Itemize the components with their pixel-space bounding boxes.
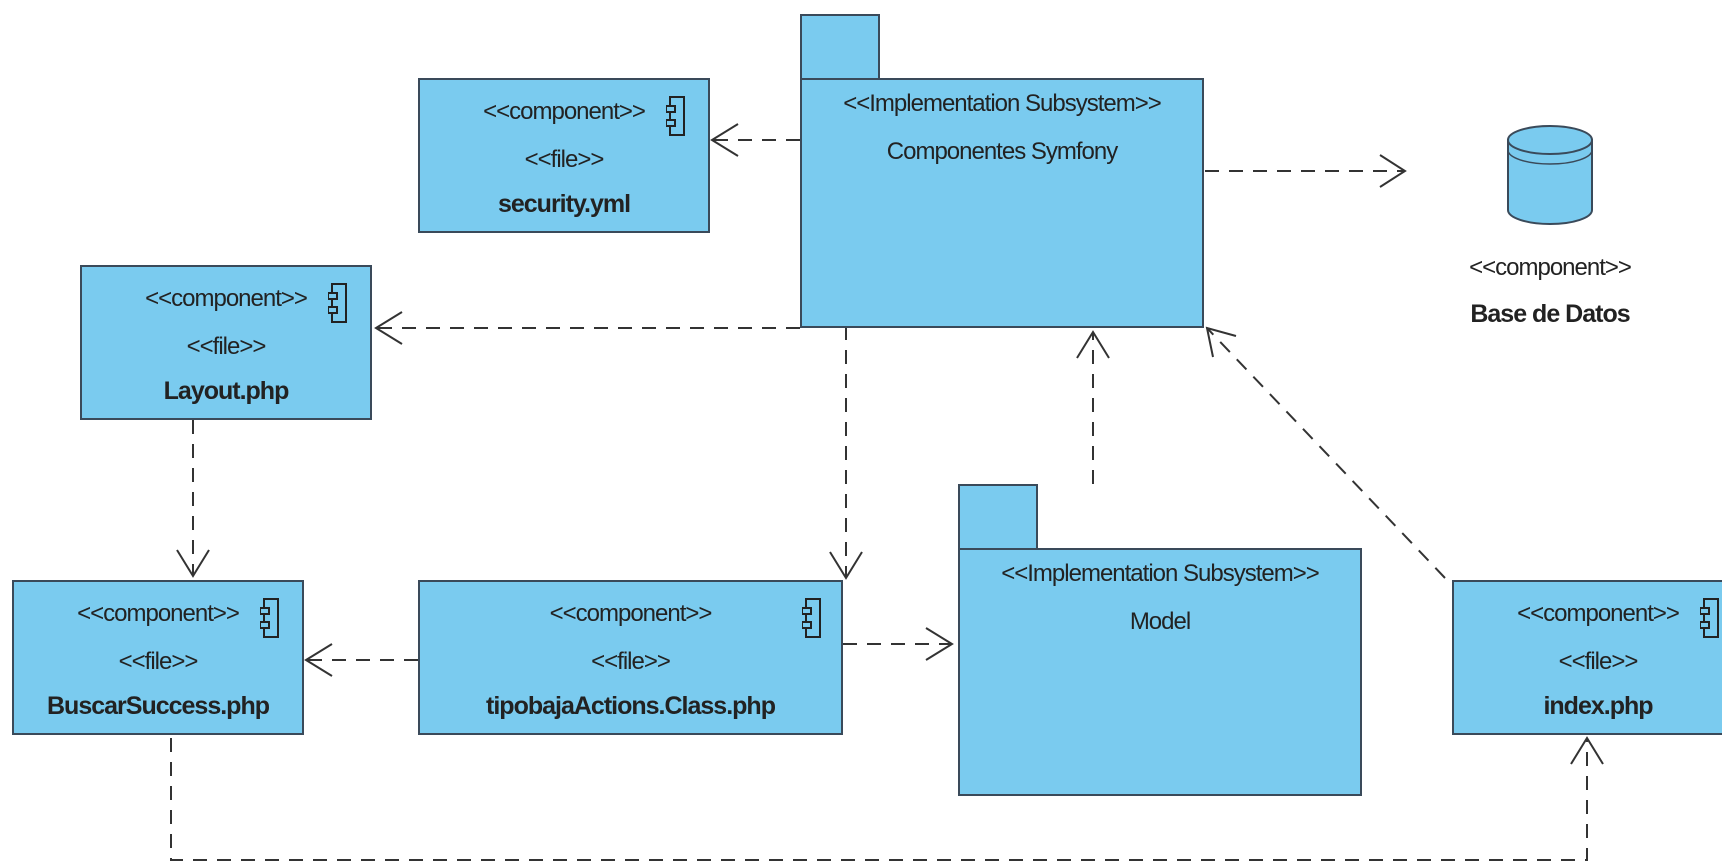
subsystem-tab [800,14,880,80]
stereotype-file: <<file>> [1558,648,1639,675]
stereotype-file: <<file>> [524,146,605,173]
stereotype-component: <<component>> [1517,600,1680,627]
component-security-yml[interactable]: <<component>> <<file>> security.yml [418,78,710,233]
component-icon [260,598,279,638]
dep-tipobaja-to-model [843,627,954,661]
dep-symfony-to-tipobaja [829,326,863,580]
dep-index-to-symfony [1205,326,1446,579]
subsystem-model[interactable]: <<Implementation Subsystem>> Model [958,548,1362,796]
stereotype-file: <<file>> [591,648,671,675]
subsystem-stereotype: <<Implementation Subsystem>> [843,90,1162,117]
stereotype-file: <<file>> [186,333,267,360]
subsystem-stereotype: <<Implementation Subsystem>> [1001,560,1320,587]
component-layout-php[interactable]: <<component>> <<file>> Layout.php [80,265,372,420]
subsystem-name: Model [1129,608,1191,635]
component-icon [1700,598,1719,638]
stereotype-file: <<file>> [118,648,199,675]
subsystem-componentes-symfony[interactable]: <<Implementation Subsystem>> Componentes… [800,78,1204,328]
component-index-php[interactable]: <<component>> <<file>> index.php [1452,580,1722,735]
dep-buscar-to-index [170,736,1604,861]
dep-symfony-to-security [710,123,800,157]
stereotype-component: <<component>> [549,600,713,627]
database-stereotype: <<component>> [1469,254,1632,281]
dep-tipobaja-to-buscar [304,643,418,677]
component-name: Layout.php [163,377,290,405]
database-icon [1507,125,1593,225]
component-icon [328,283,347,323]
dep-model-to-symfony [1076,330,1110,484]
component-tipobajaactions-php[interactable]: <<component>> <<file>> tipobajaActions.C… [418,580,843,735]
component-buscarsuccess-php[interactable]: <<component>> <<file>> BuscarSuccess.php [12,580,304,735]
subsystem-tab [958,484,1038,550]
component-name: BuscarSuccess.php [47,692,270,720]
component-name: index.php [1543,692,1653,720]
component-name: tipobajaActions.Class.php [486,692,776,720]
dep-symfony-to-database [1205,154,1407,188]
database-name: Base de Datos [1470,300,1630,328]
subsystem-name: Componentes Symfony [886,138,1118,165]
stereotype-component: <<component>> [145,285,308,312]
dep-symfony-to-layout [374,311,800,345]
component-icon [666,96,685,136]
component-name: security.yml [497,190,631,218]
stereotype-component: <<component>> [77,600,240,627]
dep-layout-to-buscar [176,420,210,578]
stereotype-component: <<component>> [483,98,646,125]
component-icon [802,598,821,638]
